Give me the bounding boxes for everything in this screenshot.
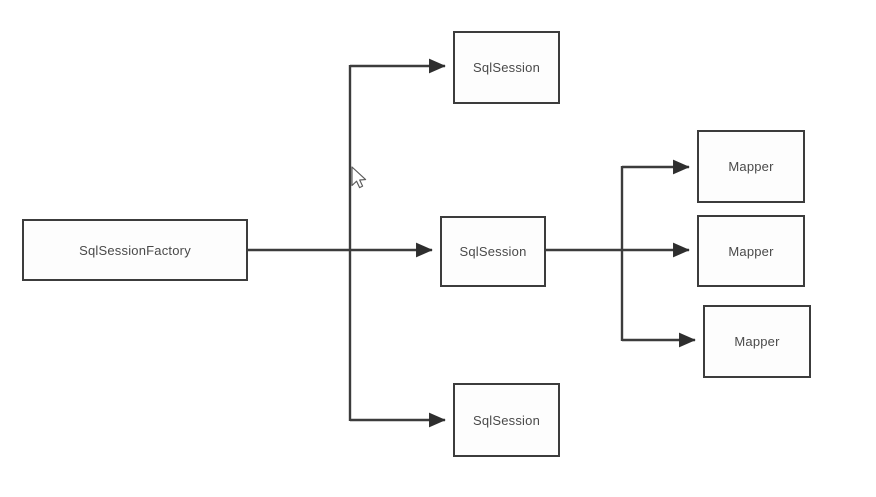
node-label-mapper-top: Mapper [728,159,774,174]
node-label-sqlsession-middle: SqlSession [459,244,527,259]
node-mapper-middle[interactable]: Mapper [697,215,805,287]
node-mapper-bottom[interactable]: Mapper [703,305,811,378]
node-sqlsession-top[interactable]: SqlSession [453,31,560,104]
node-label-sqlsession-bottom: SqlSession [472,412,541,428]
node-label-mapper-bottom: Mapper [734,334,780,349]
node-label-sqlsessionfactory: SqlSessionFactory [79,242,191,258]
node-label-mapper-middle: Mapper [728,243,774,259]
node-sqlsession-bottom[interactable]: SqlSession [453,383,560,457]
node-sqlsession-middle[interactable]: SqlSession [440,216,546,287]
node-mapper-top[interactable]: Mapper [697,130,805,203]
node-sqlsessionfactory[interactable]: SqlSessionFactory [22,219,248,281]
node-label-sqlsession-top: SqlSession [472,60,541,75]
